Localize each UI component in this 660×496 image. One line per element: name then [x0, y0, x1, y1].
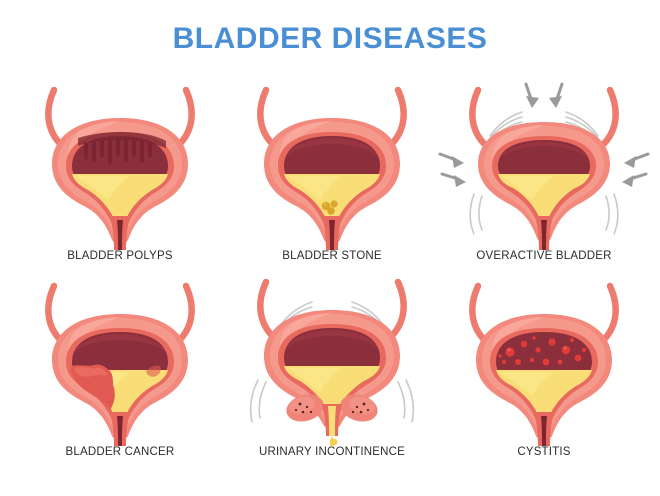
urethra-icon	[322, 404, 342, 436]
urine-icon	[284, 366, 380, 414]
figure-bladder-stone: BLADDER STONE	[222, 78, 442, 278]
sphincter-gland-right-icon	[340, 394, 378, 422]
figure-label: BLADDER CANCER	[65, 446, 175, 458]
urinary-incontinence-illustration	[222, 274, 442, 446]
bladder-cancer-illustration	[10, 274, 230, 446]
figure-overactive-bladder: OVERACTIVE BLADDER	[434, 78, 654, 278]
figure-label: BLADDER POLYPS	[67, 250, 173, 262]
arrow-left-lower-icon	[440, 172, 466, 187]
pressure-arrows-icon	[438, 82, 650, 187]
polyps-icon	[78, 132, 166, 164]
arrow-top-left-icon	[524, 82, 539, 108]
figure-grid: BLADDER POLYPS	[0, 78, 660, 478]
inflammation-spots-icon	[498, 336, 587, 366]
figure-label: BLADDER STONE	[282, 250, 382, 262]
figure-label: OVERACTIVE BLADDER	[476, 250, 612, 262]
overactive-bladder-illustration	[434, 78, 654, 250]
urethra-icon	[110, 216, 130, 250]
arrow-left-upper-icon	[438, 152, 464, 168]
bladder-stone-illustration	[222, 78, 442, 250]
cystitis-illustration	[434, 274, 654, 446]
sphincter-gland-left-icon	[286, 394, 324, 422]
urine-droplets-icon	[329, 436, 338, 446]
urine-icon	[498, 174, 590, 224]
urine-icon	[496, 370, 592, 422]
arrow-right-upper-icon	[624, 152, 650, 168]
figure-label: URINARY INCONTINENCE	[258, 446, 406, 458]
page-title: BLADDER DISEASES	[172, 22, 488, 55]
arrow-right-lower-icon	[622, 172, 648, 187]
urethra-icon	[534, 412, 554, 446]
urethra-icon	[535, 216, 553, 250]
bladder-polyps-illustration	[10, 78, 230, 250]
figure-cystitis: CYSTITIS	[434, 274, 654, 474]
urethra-icon	[110, 412, 130, 446]
figure-bladder-cancer: BLADDER CANCER	[10, 274, 230, 474]
figure-urinary-incontinence: URINARY INCONTINENCE	[222, 274, 442, 474]
bladder-stone-icon	[321, 200, 338, 215]
figure-label: CYSTITIS	[517, 446, 571, 458]
urine-icon	[284, 174, 380, 226]
urethra-icon	[322, 216, 342, 250]
figure-bladder-polyps: BLADDER POLYPS	[10, 78, 230, 278]
arrow-top-right-icon	[549, 82, 564, 108]
urine-icon	[72, 174, 168, 226]
tumor-mass-icon	[70, 364, 161, 410]
